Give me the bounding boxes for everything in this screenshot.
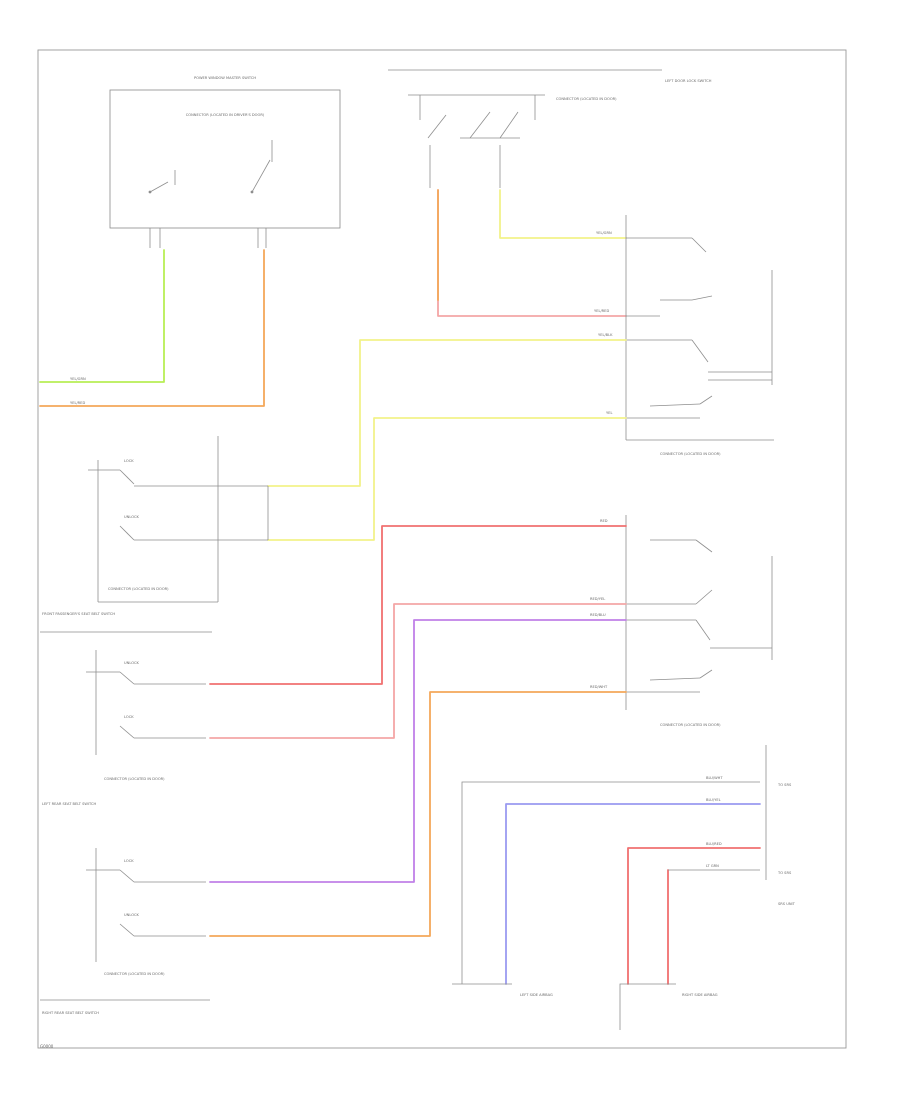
wire-red-blu: [209, 619, 627, 883]
wire-lock-orange: [437, 189, 627, 317]
door-lock-title: LEFT DOOR LOCK SWITCH: [665, 79, 712, 83]
wire-yel-blk: [267, 339, 627, 487]
lr-connector-label: CONNECTOR (LOCATED IN DOOR): [104, 777, 165, 781]
rr-lock-label: LOCK: [124, 859, 134, 863]
right-airbag-label: RIGHT SIDE AIRBAG: [682, 993, 718, 997]
label-yel-blk: YEL/BLK: [598, 333, 613, 337]
wire-blu-yel: [505, 803, 761, 985]
lr-lock-label: LOCK: [124, 715, 134, 719]
front-passenger-seat-belt-switch: LOCK UNLOCK CONNECTOR (LOCATED IN DOOR) …: [42, 436, 269, 616]
left-airbag-label: LEFT SIDE AIRBAG: [520, 993, 553, 997]
srs-unit-connector: BLU/WHT BLU/YEL BLU/RED LT GRN TO SRS TO…: [461, 745, 796, 985]
upper-switch-1: [626, 237, 707, 253]
master-switch-contact-1: [148, 170, 176, 194]
lower-switch-3: [626, 619, 772, 649]
label-to-srs-1: TO SRS: [777, 783, 792, 787]
label-yel: YEL: [606, 411, 612, 415]
wire-orange: [39, 249, 265, 407]
right-rear-seat-belt-switch: LOCK UNLOCK CONNECTOR (LOCATED IN DOOR) …: [42, 848, 206, 1015]
fp-connector-label: CONNECTOR (LOCATED IN DOOR): [108, 587, 169, 591]
label-blu-yel: BLU/YEL: [706, 798, 721, 802]
wire-red: [209, 525, 627, 685]
power-window-master-switch: POWER WINDOW MASTER SWITCH CONNECTOR (LO…: [109, 76, 341, 248]
left-rear-seat-belt-switch: UNLOCK LOCK CONNECTOR (LOCATED IN DOOR) …: [42, 650, 206, 806]
left-side-airbag: LEFT SIDE AIRBAG: [452, 983, 553, 997]
wire-red-wht: [209, 691, 627, 937]
upper-switch-2: [626, 295, 713, 317]
fp-unlock-label: UNLOCK: [124, 515, 140, 519]
lower-switch-block: CONNECTOR (LOCATED IN DOOR): [625, 515, 773, 727]
label-lt-grn: LT GRN: [706, 864, 719, 868]
upper-switch-block: CONNECTOR (LOCATED IN DOOR): [625, 215, 774, 456]
door-lock-connector-label: CONNECTOR (LOCATED IN DOOR): [556, 97, 617, 101]
upper-switch-3: [626, 339, 772, 381]
label-blu-red: BLU/RED: [706, 842, 722, 846]
lower-switch-1: [650, 539, 713, 553]
label-yel-grn-2: YEL/GRN: [596, 231, 612, 235]
wire-lock-yellow: [499, 189, 627, 239]
master-switch-title: POWER WINDOW MASTER SWITCH: [194, 76, 256, 80]
right-side-airbag: RIGHT SIDE AIRBAG: [619, 983, 718, 1030]
rr-unlock-label: UNLOCK: [124, 913, 140, 917]
lower-switch-4: [626, 669, 713, 693]
fp-lock-label: LOCK: [124, 459, 134, 463]
upper-block-connector-label: CONNECTOR (LOCATED IN DOOR): [660, 452, 721, 456]
label-yel-red-2: YEL/RED: [594, 309, 609, 313]
wire-blu-red: [627, 847, 761, 985]
label-red: RED: [600, 519, 608, 523]
lower-switch-2: [626, 589, 713, 605]
label-srs-unit: SRS UNIT: [778, 902, 796, 906]
rr-title: RIGHT REAR SEAT BELT SWITCH: [42, 1011, 99, 1015]
upper-switch-4: [626, 395, 713, 419]
left-door-lock-switch: CONNECTOR (LOCATED IN DOOR) LEFT DOOR LO…: [388, 69, 712, 188]
lr-title: LEFT REAR SEAT BELT SWITCH: [42, 802, 97, 806]
wire-yellow-green: [39, 249, 165, 383]
fp-title: FRONT PASSENGER'S SEAT BELT SWITCH: [42, 612, 115, 616]
label-red-wht: RED/WHT: [590, 685, 608, 689]
wire-red-yel: [209, 603, 627, 739]
master-switch-connector-label: CONNECTOR (LOCATED IN DRIVER'S DOOR): [186, 113, 265, 117]
label-yel-grn: YEL/GRN: [70, 377, 86, 381]
diagram-footer-code: G0000: [40, 1044, 54, 1049]
label-red-yel: RED/YEL: [590, 597, 605, 601]
lower-block-connector-label: CONNECTOR (LOCATED IN DOOR): [660, 723, 721, 727]
label-red-blu: RED/BLU: [590, 613, 606, 617]
wire-yel: [267, 417, 627, 541]
label-to-srs-2: TO SRS: [777, 871, 792, 875]
master-switch-contact-2: [250, 140, 273, 194]
label-yel-red: YEL/RED: [70, 401, 85, 405]
rr-connector-label: CONNECTOR (LOCATED IN DOOR): [104, 972, 165, 976]
diagram-frame: [37, 49, 847, 1049]
label-blu-wht: BLU/WHT: [706, 776, 723, 780]
lr-unlock-label: UNLOCK: [124, 661, 140, 665]
